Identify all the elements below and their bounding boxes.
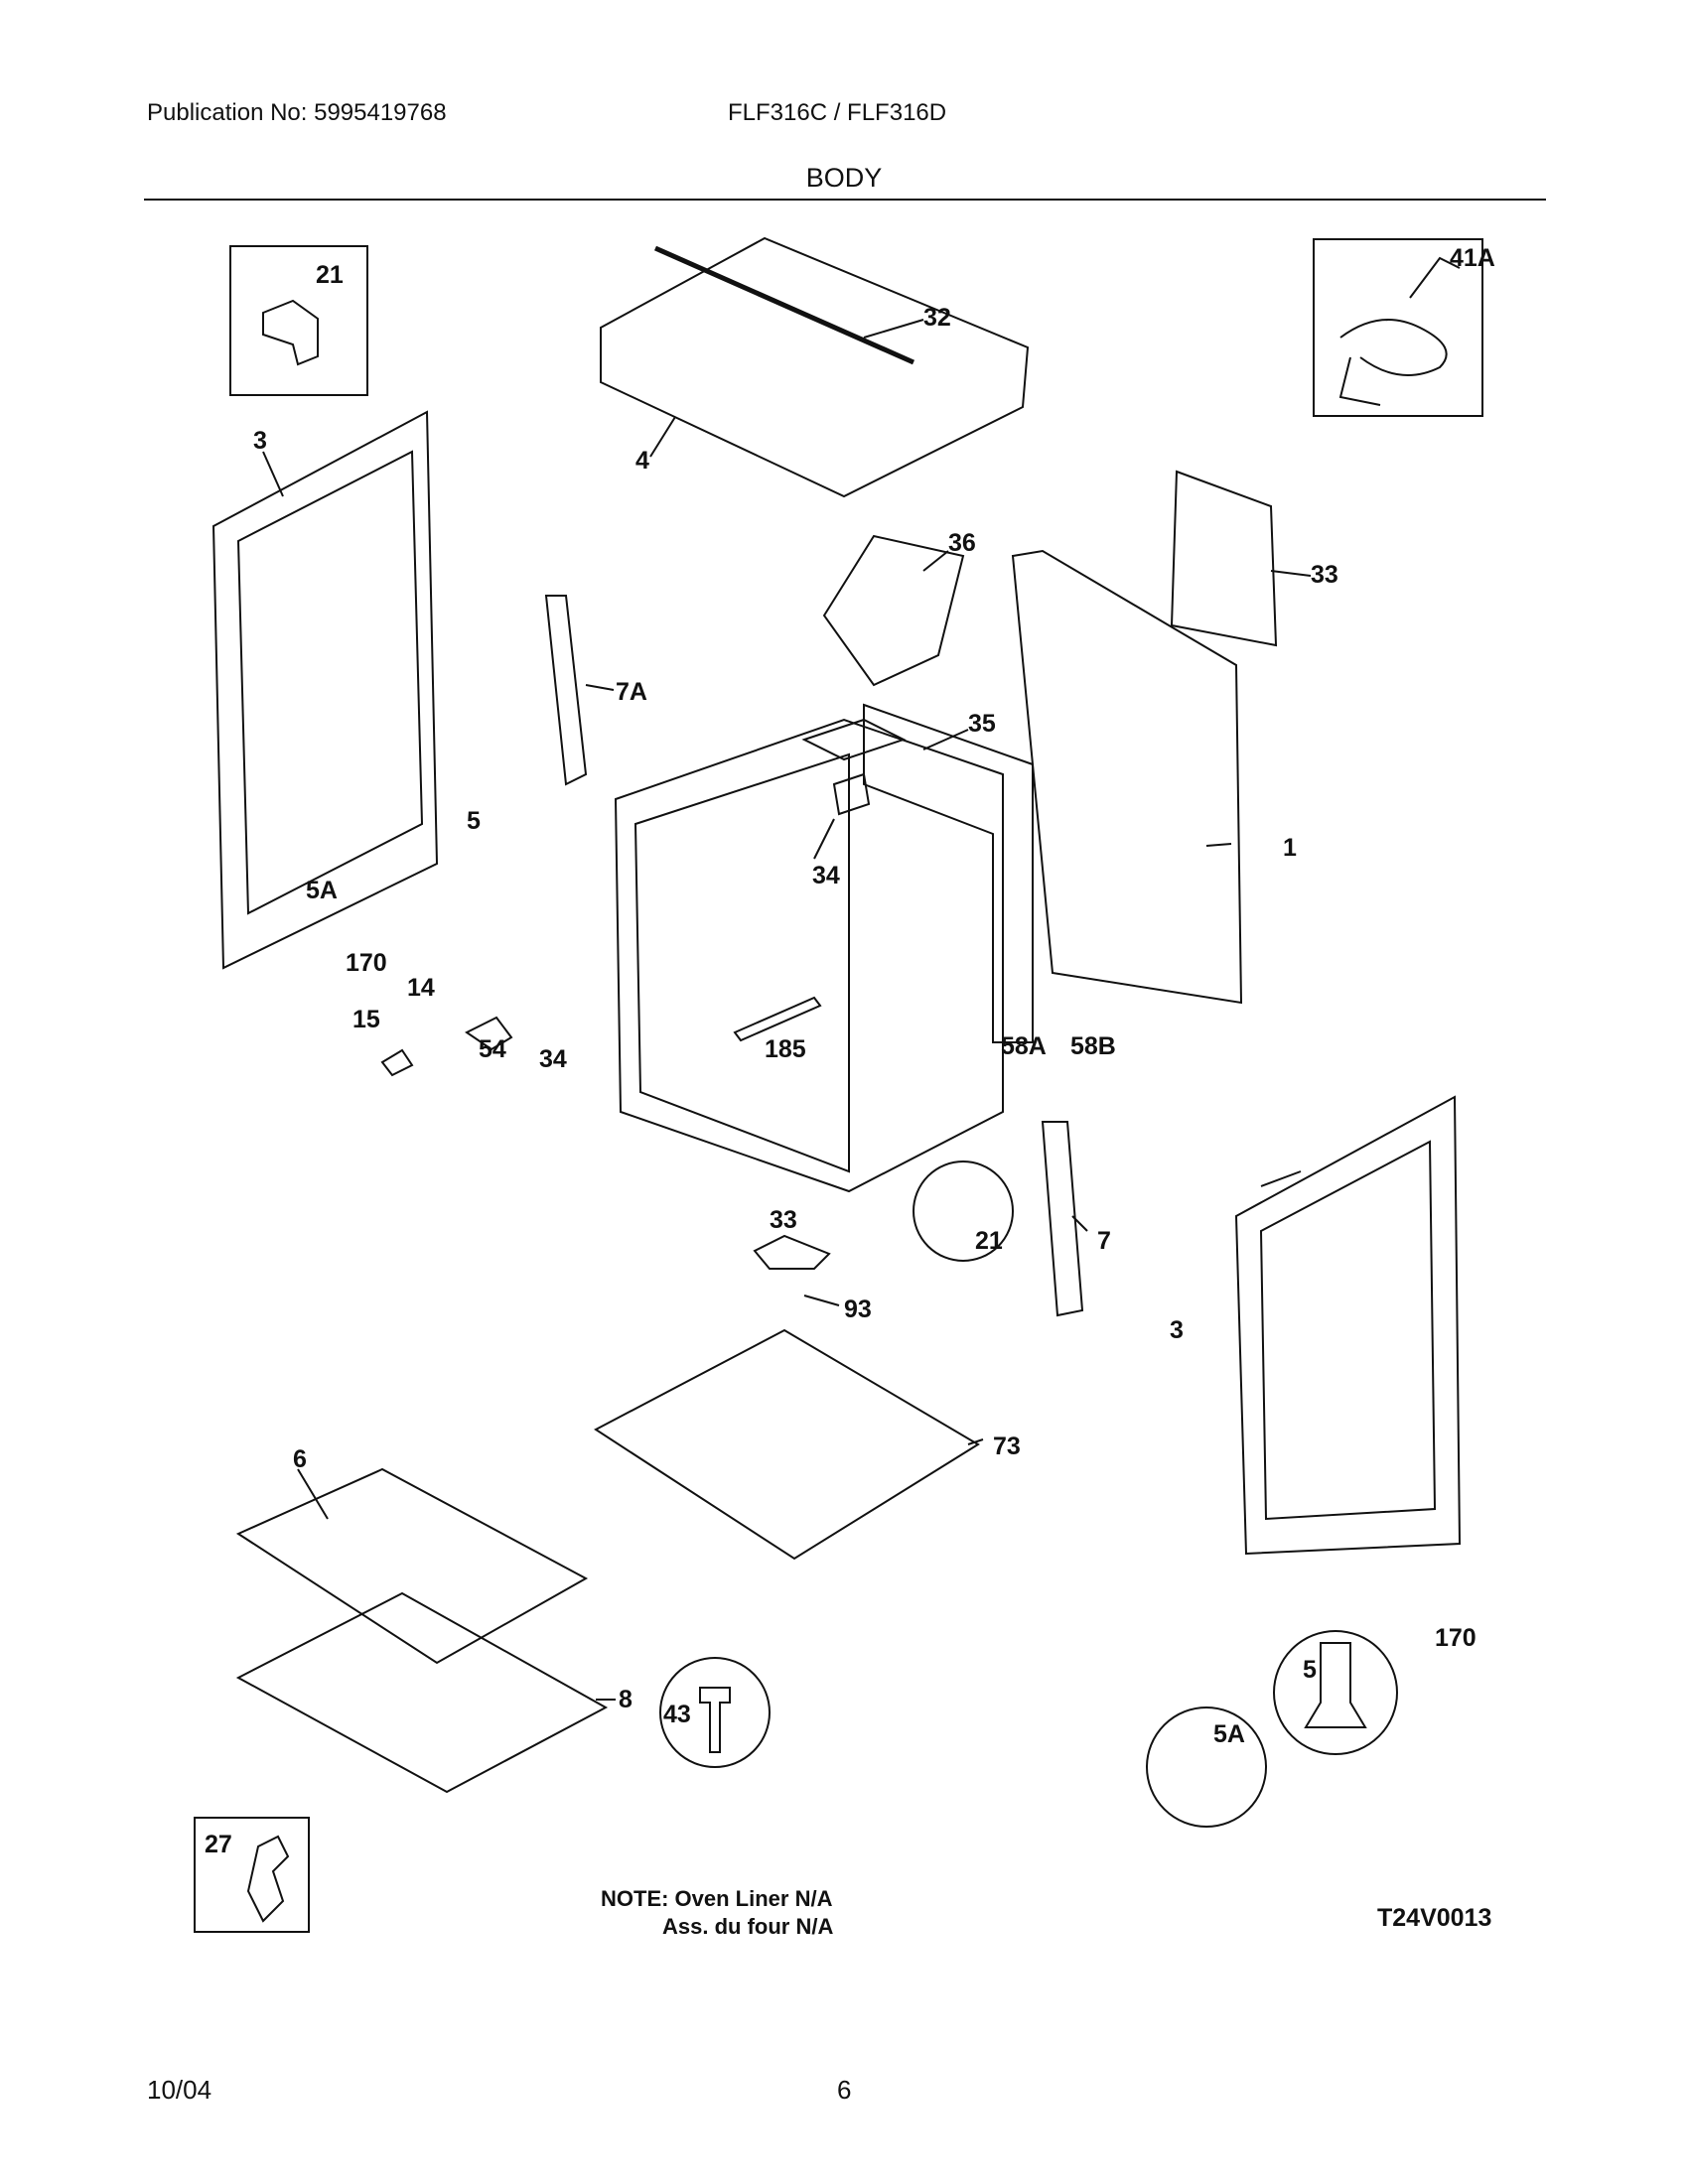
label-5A-b: 5A — [1213, 1720, 1245, 1748]
detail-circle-21 — [913, 1160, 1014, 1262]
label-4: 4 — [635, 447, 649, 475]
inset-box-27 — [194, 1817, 310, 1933]
section-title: BODY — [805, 163, 883, 193]
label-58A: 58A — [1001, 1032, 1047, 1060]
detail-circle-5A — [1146, 1706, 1267, 1828]
label-170b: 170 — [1435, 1624, 1477, 1652]
part-5-leveler — [1304, 1642, 1367, 1728]
page-number: 6 — [837, 2075, 852, 2105]
label-54: 54 — [479, 1035, 506, 1063]
inset-box-39 — [1313, 238, 1483, 417]
part-32-rail — [653, 245, 915, 365]
label-3b: 3 — [1170, 1316, 1184, 1344]
label-36: 36 — [948, 529, 976, 557]
label-7A: 7A — [616, 678, 647, 706]
leader-32 — [863, 319, 924, 339]
label-33: 33 — [1311, 561, 1338, 589]
part-185-handle — [733, 996, 822, 1042]
leader-7 — [1071, 1215, 1088, 1232]
part-labels: 21 41A 32 4 3 33 36 7A 35 1 5 5A 34 170 … — [205, 244, 1495, 1858]
label-32: 32 — [923, 304, 951, 332]
leader-4 — [649, 416, 676, 458]
part-8-drawer — [235, 1591, 609, 1794]
part-33-bracket — [1170, 470, 1278, 647]
part-36-cover — [822, 534, 965, 687]
leader-33 — [1270, 570, 1312, 577]
label-8: 8 — [619, 1686, 633, 1713]
label-41: 33 — [770, 1206, 797, 1234]
part-3-right-inner — [1259, 1140, 1437, 1521]
leader-35 — [922, 729, 969, 751]
part-35-plate — [801, 718, 907, 761]
leader-73 — [967, 1438, 984, 1445]
label-5a: 5 — [467, 807, 481, 835]
label-15: 15 — [352, 1006, 380, 1033]
part-54-lens — [465, 1016, 513, 1051]
part-32-top-panel — [600, 236, 1030, 498]
leader-3a — [262, 451, 284, 497]
part-1-back-panel — [1011, 549, 1243, 1005]
part-3-right-side-panel — [1234, 1095, 1462, 1556]
footer-date: 10/04 — [147, 2075, 212, 2105]
publication-number: Publication No: 5995419768 — [147, 99, 447, 126]
part-21-connector — [262, 299, 319, 366]
label-43: 43 — [663, 1701, 691, 1728]
label-21a: 21 — [316, 261, 344, 289]
label-185: 185 — [765, 1035, 806, 1063]
label-39: 41A — [1450, 244, 1495, 272]
part-43-bolt — [699, 1687, 731, 1753]
oven-cavity — [614, 718, 1004, 1193]
leader-36 — [922, 550, 949, 572]
part-58-insulation — [863, 703, 1034, 1043]
label-93: 93 — [844, 1296, 872, 1323]
leader-6 — [297, 1468, 329, 1520]
part-27-bracket — [246, 1835, 290, 1923]
part-73-bottom-panel — [594, 1328, 980, 1561]
label-21b: 21 — [975, 1227, 1003, 1255]
leader-7A — [585, 684, 615, 691]
inset-box-21 — [229, 245, 368, 396]
part-39-power-cord — [1338, 256, 1461, 406]
part-34-block — [832, 772, 871, 816]
label-27: 27 — [205, 1831, 232, 1858]
label-58B: 58B — [1070, 1032, 1116, 1060]
leader-3b — [1260, 1170, 1302, 1187]
part-15-bulb — [380, 1048, 414, 1077]
label-170a: 170 — [346, 949, 387, 977]
label-7: 7 — [1097, 1227, 1111, 1255]
note-line-1: NOTE: Oven Liner N/A — [601, 1886, 833, 1911]
detail-circle-43 — [659, 1657, 771, 1768]
label-14: 14 — [407, 974, 435, 1002]
model-numbers: FLF316C / FLF316D — [728, 99, 947, 126]
label-5b: 5 — [1303, 1656, 1317, 1684]
part-3-left-side-panel — [211, 410, 439, 970]
part-6-oven-rack — [235, 1467, 589, 1665]
leader-34 — [813, 818, 835, 860]
label-6: 6 — [293, 1445, 307, 1473]
leader-93 — [803, 1295, 840, 1306]
oven-cavity-front — [633, 752, 850, 1173]
detail-circle-5 — [1273, 1630, 1398, 1755]
part-3-left-inner — [236, 450, 424, 915]
part-93-knob — [753, 1234, 831, 1270]
label-3a: 3 — [253, 427, 267, 455]
label-35: 35 — [968, 710, 996, 738]
diagram-code: T24V0013 — [1377, 1904, 1492, 1932]
label-73: 73 — [993, 1433, 1021, 1460]
label-41A: 34 — [539, 1045, 567, 1073]
note-line-2: Ass. du four N/A — [662, 1914, 834, 1939]
part-7A-rail — [544, 595, 588, 786]
label-1: 1 — [1283, 834, 1297, 862]
label-5A-a: 5A — [306, 877, 338, 904]
label-34: 34 — [812, 862, 840, 889]
part-7-rail — [1041, 1121, 1084, 1317]
leader-1 — [1205, 843, 1232, 847]
header-rule — [144, 199, 1546, 201]
